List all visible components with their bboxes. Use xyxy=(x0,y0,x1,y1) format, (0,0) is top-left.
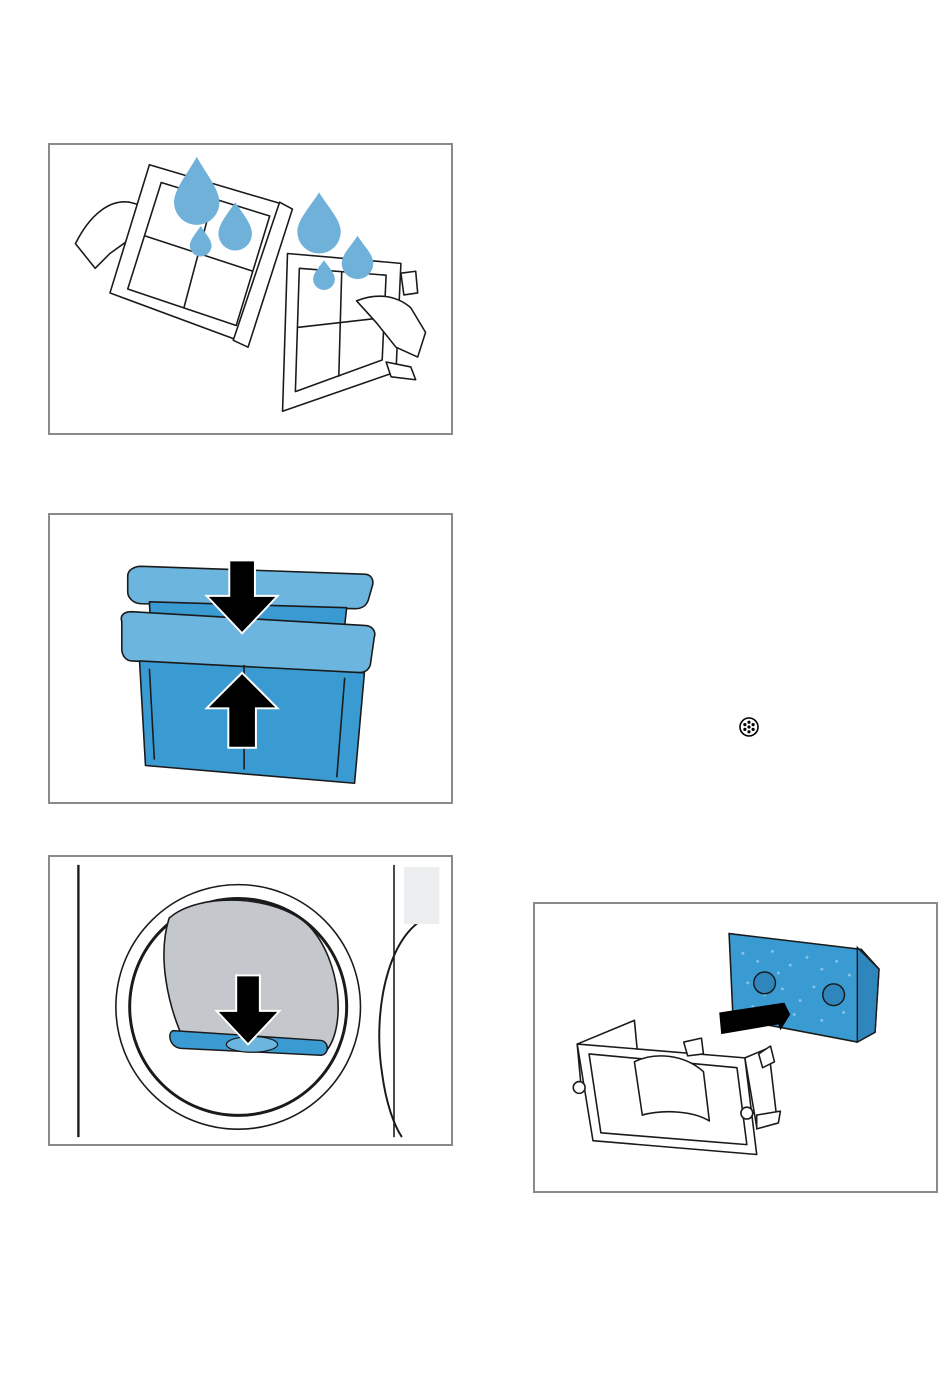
figure-filter-rinse xyxy=(48,143,453,435)
figure-filter-reassemble xyxy=(48,513,453,804)
filter-insert-door-illustration xyxy=(50,857,451,1144)
figure-sponge-insert xyxy=(533,902,938,1193)
figure-filter-insert-door xyxy=(48,855,453,1146)
sponge-holder xyxy=(573,1020,780,1154)
sponge-insert-illustration xyxy=(535,904,936,1191)
filter-rinse-illustration xyxy=(50,145,451,433)
filter-reassemble-illustration xyxy=(50,515,451,802)
lint-filter-symbol-icon xyxy=(738,716,760,738)
